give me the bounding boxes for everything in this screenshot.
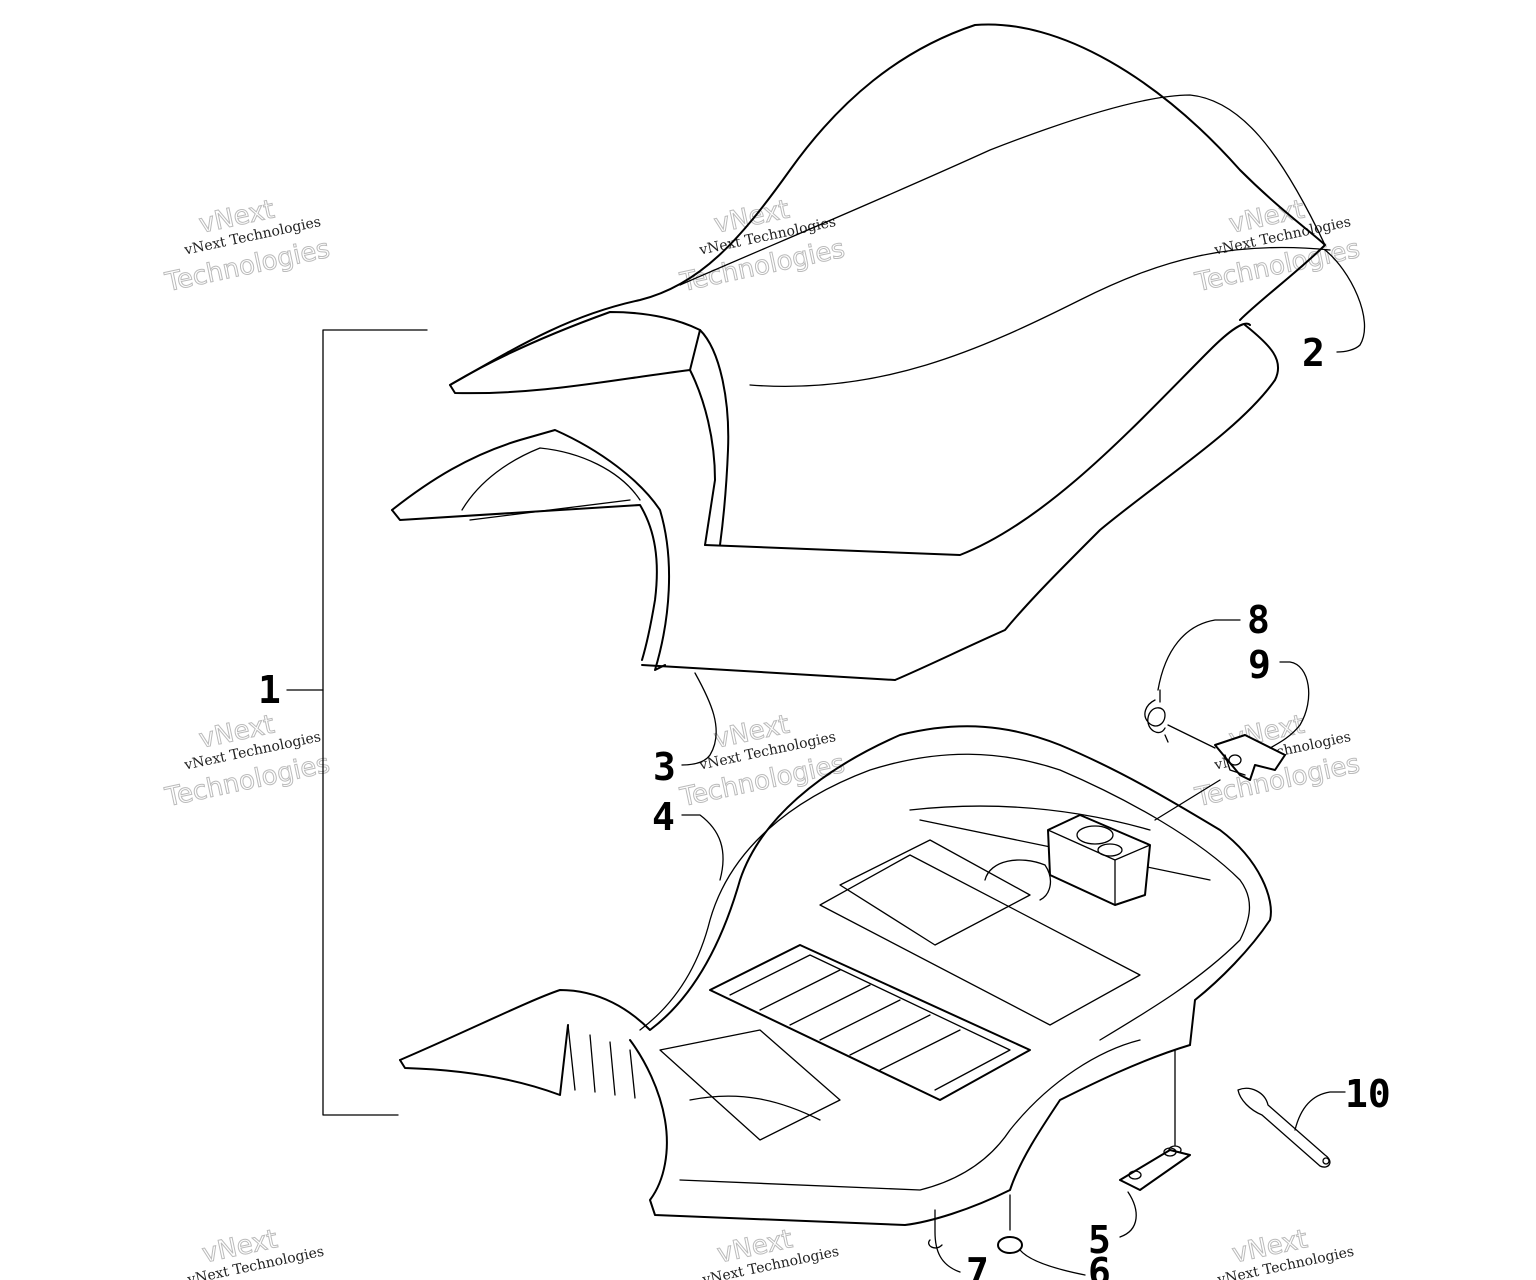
callout-1: 1	[258, 668, 281, 712]
seat-cover-part	[391, 23, 1331, 681]
callout-7: 7	[966, 1250, 989, 1280]
wrench-part	[1237, 1087, 1331, 1168]
watermark-mid-center: vNext vNext Technologies Technologies	[676, 709, 848, 814]
callout-9: 9	[1248, 643, 1271, 687]
watermark-top-left: vNext vNext Technologies Technologies	[161, 194, 333, 299]
callout-8: 8	[1247, 598, 1270, 642]
watermark-top-right: vNext vNext Technologies Technologies	[1191, 194, 1363, 299]
watermark-bottom-right: vNext vNext Technologies	[1215, 1224, 1355, 1280]
leader-lines	[286, 249, 1366, 1276]
watermark-top-center: vNext vNext Technologies Technologies	[676, 194, 848, 299]
watermark-bottom-center: vNext vNext Technologies	[700, 1224, 840, 1280]
latch-part	[1214, 734, 1286, 781]
callout-6: 6	[1088, 1250, 1111, 1280]
clip-part	[928, 1239, 943, 1249]
watermarks: vNext vNext Technologies Technologies vN…	[161, 194, 1363, 1280]
spring-part	[1144, 689, 1216, 749]
watermark-mid-left: vNext vNext Technologies Technologies	[161, 709, 333, 814]
callout-5: 5	[1088, 1218, 1111, 1262]
callout-10: 10	[1345, 1072, 1391, 1116]
latch-bumper-part	[1119, 1147, 1191, 1191]
callout-numbers: 1 2 3 4 5 6 7 8 9 10	[258, 331, 1391, 1280]
seat-base-part	[399, 725, 1272, 1231]
callout-2: 2	[1302, 331, 1325, 375]
callout-3: 3	[653, 745, 676, 789]
callout-4: 4	[652, 795, 675, 839]
watermark-bottom-left: vNext vNext Technologies	[185, 1224, 325, 1280]
grommet-part	[997, 1236, 1023, 1254]
